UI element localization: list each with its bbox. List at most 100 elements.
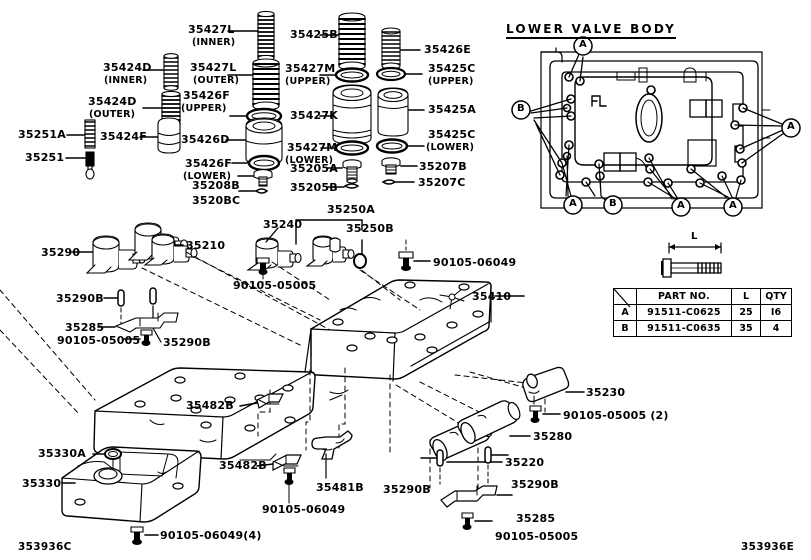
label-35426D: 35426D xyxy=(181,133,230,146)
part-icon-3520BC xyxy=(254,188,269,194)
label-35208B: 35208B xyxy=(192,179,240,192)
label-90105-05005-2: 90105-05005 (2) xyxy=(563,409,669,422)
part-icon-bolt-90105-05005-upper xyxy=(256,257,270,275)
label-35426F-lower: 35426F xyxy=(185,157,232,170)
label-35427L-outer: 35427L xyxy=(190,61,237,74)
label-90105-05005-upper: 90105-05005 xyxy=(233,279,317,292)
label-90105-06049-center: 90105-06049 xyxy=(262,503,346,516)
part-icon-35424D-inner xyxy=(163,53,179,91)
bolt-length-label: L xyxy=(691,231,698,242)
label-35424D-outer-sub: (OUTER) xyxy=(89,109,136,120)
label-35207B: 35207B xyxy=(419,160,467,173)
part-icon-35220 xyxy=(429,418,493,461)
part-icon-35427L-outer xyxy=(252,58,280,111)
label-35427L-inner-sub: (INNER) xyxy=(192,37,236,48)
lower-valve-body-illustration xyxy=(511,36,801,217)
label-90105-05005-left: 90105-05005 xyxy=(57,334,141,347)
label-35425C-lower-sub: (LOWER) xyxy=(426,142,475,153)
label-35425C-lower: 35425C xyxy=(428,128,476,141)
label-35482B-lower: 35482B xyxy=(219,459,267,472)
label-35251A: 35251A xyxy=(18,128,66,141)
part-icon-bolt-90105-06049-4 xyxy=(130,526,144,545)
label-35424D-inner: 35424D xyxy=(103,61,152,74)
label-35220: 35220 xyxy=(505,456,545,469)
part-icon-35427L-inner xyxy=(257,10,275,62)
label-35251: 35251 xyxy=(25,151,65,164)
part-icon-35425B xyxy=(338,12,366,71)
part-icon-bolt-90105-06049-upper xyxy=(398,251,414,271)
label-35290B-right-b: 35290B xyxy=(511,478,559,491)
part-icon-35425C-lower xyxy=(375,138,409,154)
part-icon-35426D xyxy=(245,117,283,166)
part-icon-35290 xyxy=(85,235,147,274)
part-icon-35425A xyxy=(377,87,409,137)
label-35205B: 35205B xyxy=(290,181,338,194)
label-35482B-upper: 35482B xyxy=(186,399,234,412)
part-icon-35250 xyxy=(305,235,355,267)
table-header-row: PART NO. L QTY xyxy=(613,288,792,305)
label-35280: 35280 xyxy=(533,430,573,443)
part-icon-35426E xyxy=(381,27,401,70)
part-icon-bolt-90105-05005-right xyxy=(461,512,474,530)
label-35425A: 35425A xyxy=(428,103,476,116)
label-35427K: 35427K xyxy=(290,109,338,122)
label-35427L-outer-sub: (OUTER) xyxy=(193,75,240,86)
part-icon-bolt-90105-06049-center xyxy=(283,467,296,485)
part-icon-35425C-upper xyxy=(375,66,407,82)
part-icon-35424D-outer xyxy=(161,90,181,130)
part-icon-35285-right xyxy=(440,485,498,508)
table-cell-qty-a: I6 xyxy=(760,304,792,321)
part-icon-35251 xyxy=(85,151,95,180)
table-cell-ref-b: B xyxy=(613,320,637,337)
part-icon-35207C xyxy=(381,179,397,185)
label-35426F-lower-sub: (LOWER) xyxy=(183,171,232,182)
label-90105-05005-right: 90105-05005 xyxy=(495,530,579,543)
label-35425C-upper: 35425C xyxy=(428,62,476,75)
label-35425B: 35425B xyxy=(290,28,338,41)
part-icon-35280 xyxy=(457,400,521,444)
part-icon-35251A xyxy=(84,119,96,149)
part-icon-35240-body xyxy=(246,237,302,271)
callout-a-4: A xyxy=(677,200,685,211)
label-35427M-upper: 35427M xyxy=(285,62,336,75)
part-icon-35427M-lower xyxy=(334,140,370,156)
label-35285-left: 35285 xyxy=(65,321,105,334)
label-35285-right: 35285 xyxy=(516,512,556,525)
label-90105-06049-4: 90105-06049(4) xyxy=(160,529,262,542)
callout-a-5: A xyxy=(729,200,737,211)
callout-a-2: A xyxy=(787,121,795,132)
label-35230: 35230 xyxy=(586,386,626,399)
callout-a-3: A xyxy=(569,198,577,209)
label-3520BC: 3520BC xyxy=(192,194,241,207)
label-35290B-left-a: 35290B xyxy=(56,292,104,305)
label-35426F-upper: 35426F xyxy=(183,89,230,102)
bolt-dimension-illustration xyxy=(661,242,722,278)
lower-valve-body-title: LOWER VALVE BODY xyxy=(506,22,677,39)
part-icon-35210 xyxy=(127,222,189,261)
label-35205A: 35205A xyxy=(290,162,338,175)
table-row: A 91511-C0625 25 I6 xyxy=(613,304,792,321)
label-35250A: 35250A xyxy=(327,203,375,216)
part-icon-35207B xyxy=(381,157,401,175)
table-cell-l-b: 35 xyxy=(731,320,761,337)
part-icon-35330A xyxy=(104,448,122,460)
part-icon-35482B-lower xyxy=(272,454,302,471)
label-35250B: 35250B xyxy=(346,222,394,235)
table-row: B 91511-C0635 35 4 xyxy=(613,320,792,337)
part-icon-35208B xyxy=(253,169,273,187)
label-35424D-inner-sub: (INNER) xyxy=(104,75,148,86)
table-header-l: L xyxy=(731,288,761,305)
label-35290B-left-b: 35290B xyxy=(163,336,211,349)
label-35427M-upper-sub: (UPPER) xyxy=(285,76,331,87)
part-icon-35426F-upper xyxy=(245,107,283,125)
label-35240: 35240 xyxy=(263,218,303,231)
part-icon-35205B xyxy=(343,183,360,189)
part-icon-35290B-left-a xyxy=(117,289,125,307)
table-header-partno: PART NO. xyxy=(636,288,732,305)
label-35481B: 35481B xyxy=(316,481,364,494)
label-35427M-lower-sub: (LOWER) xyxy=(285,155,334,166)
label-35290: 35290 xyxy=(41,246,81,259)
table-cell-partno-b: 91511-C0635 xyxy=(636,320,732,337)
part-icon-35285-left xyxy=(114,312,179,333)
